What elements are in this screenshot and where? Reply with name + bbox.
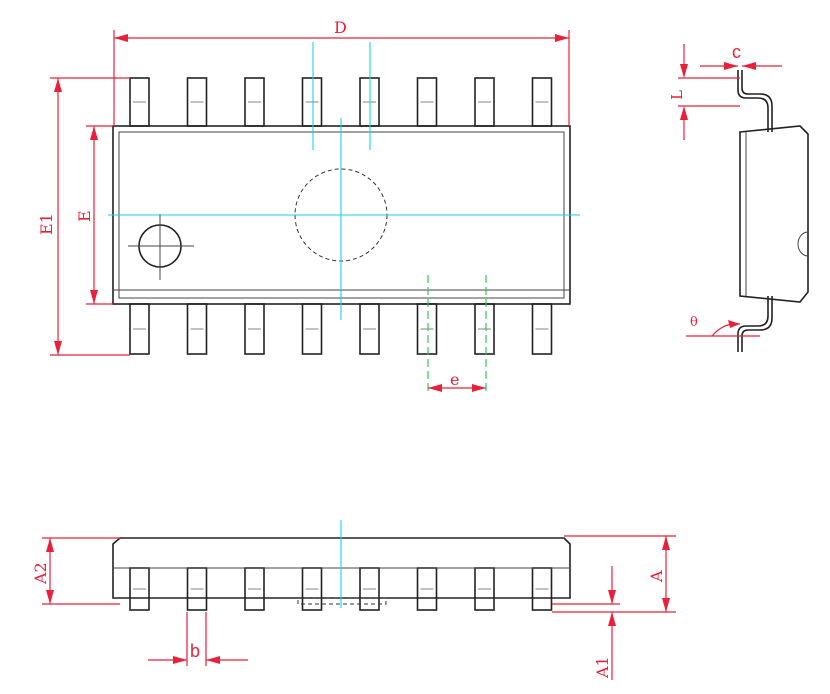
bottom-pin: [244, 303, 265, 355]
top-pin: [301, 77, 323, 127]
dimension-E1: E1: [37, 77, 130, 356]
bottom-pin: [186, 303, 208, 355]
bottom-pin: [531, 303, 553, 355]
top-pin: [186, 77, 208, 127]
label-b: b: [190, 641, 200, 661]
label-D: D: [334, 18, 347, 37]
front-pin: [359, 567, 380, 611]
front-pin: [244, 567, 265, 611]
front-pin: [416, 567, 438, 611]
top-view: D E1 E e: [37, 18, 580, 392]
label-E: E: [75, 210, 94, 222]
dimension-L: L: [668, 44, 740, 140]
label-e: e: [450, 370, 459, 389]
front-pin: [474, 567, 495, 611]
front-view-standoff-mark: [297, 597, 387, 605]
label-A2: A2: [31, 562, 50, 585]
top-pin: [531, 77, 553, 127]
dimension-A2: A2: [31, 537, 120, 605]
dimension-e: e: [428, 370, 486, 392]
bottom-pin-row: [129, 303, 553, 355]
front-view-body: [112, 537, 571, 599]
label-theta: θ: [690, 315, 698, 330]
label-E1: E1: [37, 213, 56, 235]
dimension-E: E: [75, 125, 113, 305]
front-pin: [186, 567, 208, 611]
dimension-theta: θ: [686, 315, 760, 337]
bottom-pin: [129, 303, 150, 355]
label-A: A: [647, 570, 666, 583]
front-view: A2 A A1 b: [31, 520, 676, 680]
top-pin: [244, 77, 265, 127]
label-c: c: [732, 42, 741, 62]
bottom-pin: [301, 303, 323, 355]
lower-lead: [737, 296, 773, 352]
bottom-pin: [474, 303, 495, 355]
upper-lead: [737, 70, 773, 132]
front-pin: [129, 567, 150, 611]
dimension-A1: A1: [552, 566, 620, 680]
dimension-A: A: [552, 535, 676, 613]
top-pin: [474, 77, 495, 127]
label-A1: A1: [593, 656, 612, 679]
label-L: L: [668, 90, 686, 100]
bottom-pin: [416, 303, 438, 355]
dimension-D: D: [113, 18, 570, 126]
side-view-notch: [797, 231, 809, 257]
dimension-c: c: [700, 42, 782, 70]
top-pin: [416, 77, 438, 127]
bottom-pin: [359, 303, 380, 355]
dimension-b: b: [148, 612, 248, 666]
side-view-body: [739, 125, 809, 303]
side-view: c L θ: [668, 42, 809, 352]
front-pin: [531, 567, 553, 611]
top-pin: [129, 77, 150, 127]
